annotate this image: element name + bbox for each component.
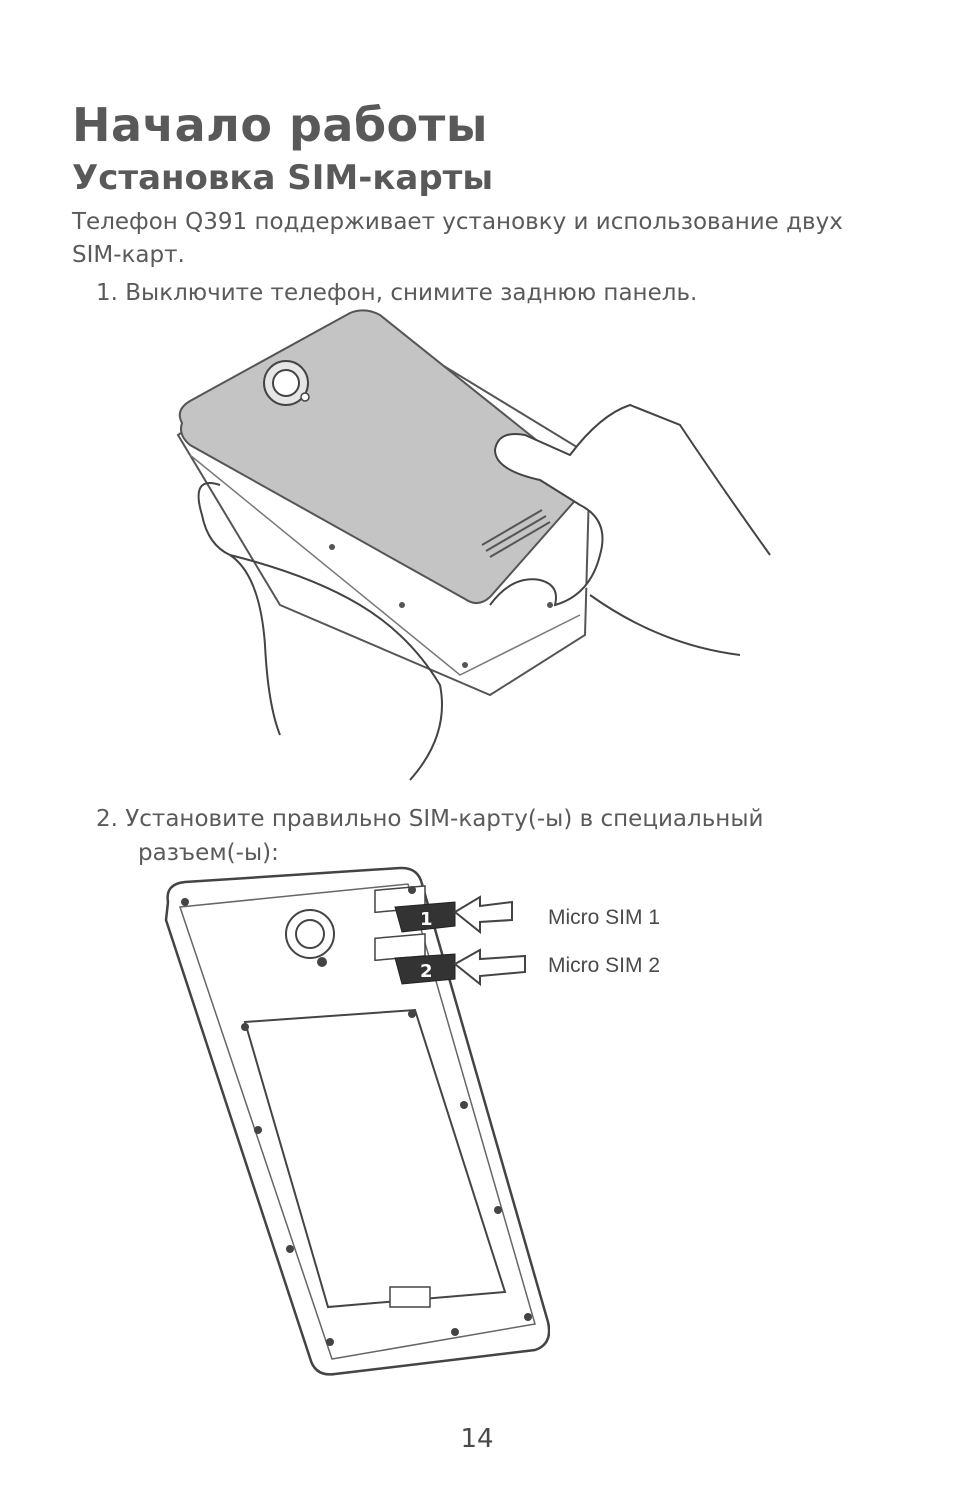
section-title: Установка SIM-карты [72,158,494,198]
step-1-text: 1. Выключите телефон, снимите заднюю пан… [96,280,698,306]
intro-paragraph: Телефон Q391 поддерживает установку и ис… [72,209,843,268]
page-number: 14 [460,1424,494,1454]
step-2-text: 2. Установите правильно SIM-карту(-ы) в … [96,802,816,870]
sim-slots-illustration: 1 2 [164,866,550,1376]
sim-2-badge: 2 [420,961,433,982]
micro-sim-1-label: Micro SIM 1 [548,906,661,929]
page-title: Начало работы [72,98,488,152]
micro-sim-2-label: Micro SIM 2 [548,954,661,977]
step-2-line-2: разъем(-ы): [138,840,279,866]
step-2-line-1: 2. Установите правильно SIM-карту(-ы) в … [96,806,764,832]
sim-1-badge: 1 [420,909,433,930]
remove-back-cover-illustration [176,309,771,781]
